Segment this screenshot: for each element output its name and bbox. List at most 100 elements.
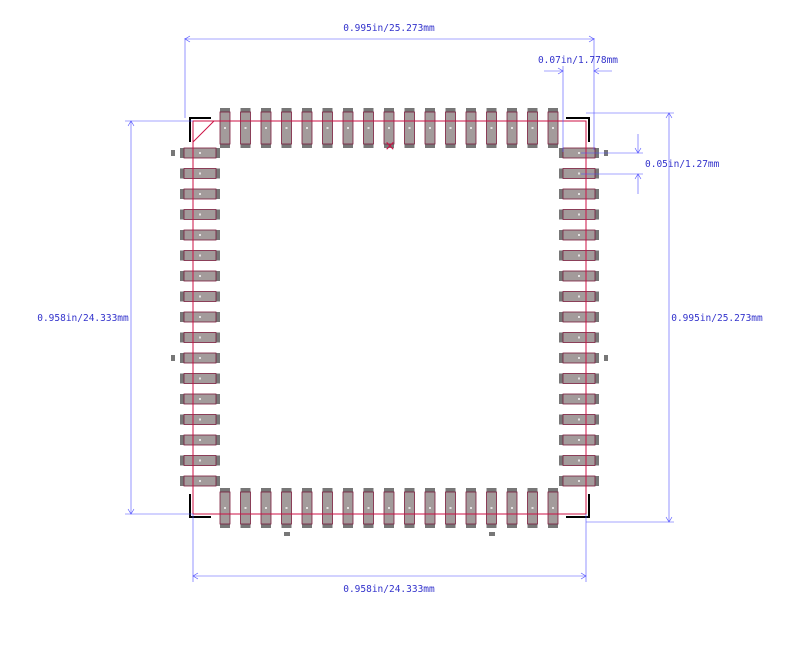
pad-bottom-tip-b [302, 523, 312, 528]
pad-bottom-tip-b [445, 523, 456, 528]
pad-bottom-tip-a [261, 488, 271, 493]
marker-left-mid [171, 355, 175, 361]
pad-top-tip-a [486, 108, 497, 113]
pad-bottom-tip-a [507, 488, 517, 493]
pad-top-tip-a [343, 108, 353, 113]
pad-right-tip-b [594, 373, 599, 384]
corner-brackets [189, 117, 590, 518]
pad-top-tip-b [302, 143, 312, 148]
pad-top-tip-a [363, 108, 374, 113]
pad-right-tip-b [594, 332, 599, 343]
pad-top-tip-a [240, 108, 251, 113]
pad-bottom-tip-a [548, 488, 558, 493]
pad-top-dot [511, 127, 513, 129]
pad-bottom-dot [244, 507, 247, 509]
pad-left-dot [199, 316, 201, 318]
pad-right-dot [578, 275, 580, 277]
pad-bottom-tip-b [466, 523, 476, 528]
pad-bottom-tip-a [425, 488, 435, 493]
pad-top-tip-b [445, 143, 456, 148]
pad-top-tip-b [261, 143, 271, 148]
pad-left-tip-b [215, 189, 220, 199]
pad-top-tip-a [527, 108, 538, 113]
pad-right-dot [578, 234, 580, 236]
pad-top-tip-a [425, 108, 435, 113]
arrow-pad-bottom [634, 173, 642, 180]
pad-bottom-tip-a [384, 488, 394, 493]
pad-left-tip-b [215, 373, 220, 384]
pad-left-tip-a [180, 332, 185, 343]
corner-top-left [189, 117, 211, 142]
pad-top-dot [306, 127, 308, 129]
pad-right-dot [578, 439, 580, 441]
pad-left-tip-b [215, 414, 220, 425]
pad-right-tip-a [559, 189, 564, 199]
pad-bottom-dot [285, 507, 288, 509]
arrow-pitch-right [593, 67, 600, 75]
pad-right-dot [578, 295, 580, 298]
pad-right-tip-a [559, 476, 564, 486]
pad-top-dot [552, 127, 554, 129]
pad-bottom-tip-a [486, 488, 497, 493]
pad-top-tip-a [548, 108, 558, 113]
pad-left-dot [199, 152, 201, 154]
pad-bottom-tip-a [527, 488, 538, 493]
pad-right-tip-a [559, 312, 564, 322]
pad-left-dot [199, 336, 201, 339]
pad-bottom-tip-a [466, 488, 476, 493]
pad-right-tip-b [594, 230, 599, 240]
pad-left-tip-b [215, 435, 220, 445]
pad-top-tip-b [384, 143, 394, 148]
pad-right-tip-a [559, 250, 564, 261]
arrow-bottom-right [580, 572, 587, 580]
pad-right-tip-b [594, 291, 599, 302]
pad-top-tip-a [220, 108, 230, 113]
pad-top-tip-b [548, 143, 558, 148]
pad-right-tip-a [559, 209, 564, 220]
pad-left-dot [199, 295, 201, 298]
pad-right-tip-b [594, 271, 599, 281]
pad-bottom-dot [326, 507, 329, 509]
pad-top-tip-b [281, 143, 292, 148]
dimension-arrowheads [127, 35, 673, 580]
pad-top-dot [367, 127, 370, 129]
pad-top-tip-a [507, 108, 517, 113]
pad-right-tip-b [594, 168, 599, 179]
pad-top-dot [326, 127, 329, 129]
corner-top-right [566, 117, 590, 142]
pad-bottom-dot [552, 507, 554, 509]
pad-bottom-dot [490, 507, 493, 509]
pad-right-tip-a [559, 168, 564, 179]
dim-label-left-height: 0.958in/24.333mm [37, 313, 129, 324]
pad-right-tip-a [559, 271, 564, 281]
pad-bottom-tip-b [384, 523, 394, 528]
dim-label-right-height: 0.995in/25.273mm [671, 313, 763, 324]
pad-bottom-tip-b [343, 523, 353, 528]
pad-top-tip-a [261, 108, 271, 113]
dimension-lines [125, 38, 674, 582]
pad-right-tip-a [559, 291, 564, 302]
pad-right-tip-a [559, 332, 564, 343]
pad-right-tip-a [559, 148, 564, 158]
pad-top-dot [224, 127, 226, 129]
pin1-chamfer [192, 120, 215, 143]
pad-right-dot [578, 418, 580, 421]
pad-bottom-tip-a [404, 488, 415, 493]
pad-right-tip-a [559, 414, 564, 425]
pad-bottom-tip-b [261, 523, 271, 528]
pad-left-tip-a [180, 353, 185, 363]
marker-bottom-left [284, 532, 290, 536]
pad-left-dot [199, 213, 201, 216]
pad-right-dot [578, 377, 580, 380]
pad-right-dot [578, 480, 580, 482]
pad-left-tip-a [180, 476, 185, 486]
pad-bottom-dot [449, 507, 452, 509]
pad-top-dot [470, 127, 472, 129]
pad-bottom-dot [224, 507, 226, 509]
pad-bottom-dot [408, 507, 411, 509]
pad-top-dot [531, 127, 534, 129]
pad-left-tip-a [180, 209, 185, 220]
corner-bottom-right [566, 494, 590, 518]
pad-bottom-tip-b [220, 523, 230, 528]
pads-layer [171, 108, 608, 536]
